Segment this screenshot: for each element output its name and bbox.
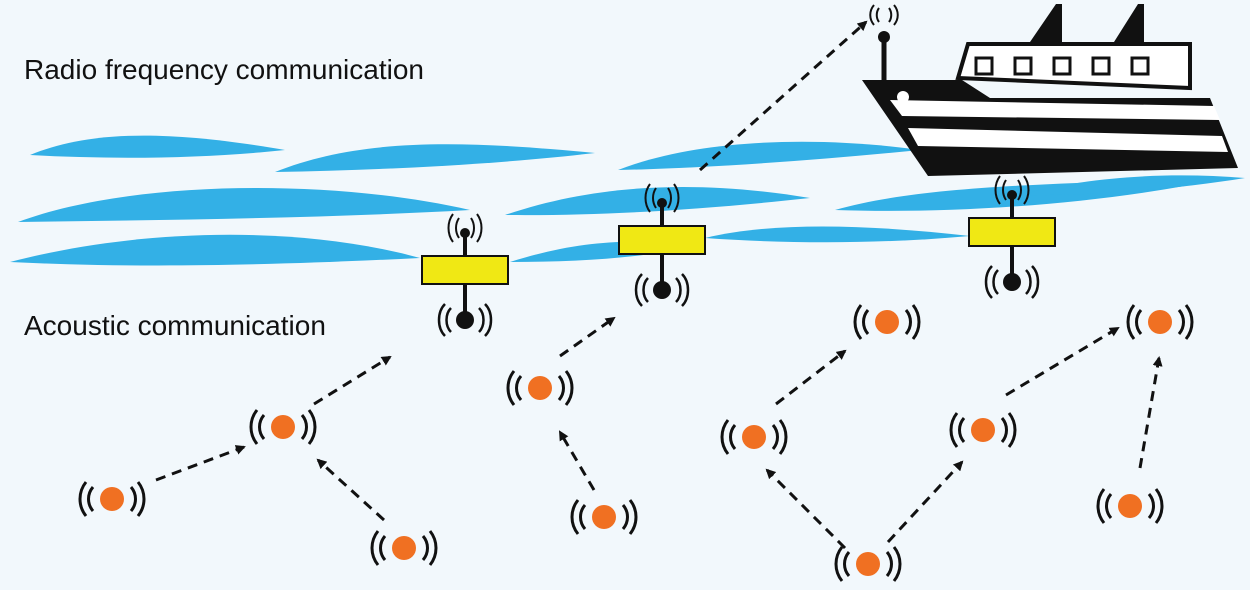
signal-waves-icon <box>557 375 565 401</box>
wave <box>1020 175 1245 196</box>
radio-frequency-label: Radio frequency communication <box>24 54 424 85</box>
sensor-node-icon <box>249 409 317 445</box>
signal-waves-icon <box>778 419 788 455</box>
signal-waves-icon <box>1000 417 1008 443</box>
signal-waves-icon <box>421 535 429 561</box>
signal-waves-icon <box>904 309 912 335</box>
wave <box>18 188 470 222</box>
link-arrow <box>155 445 246 482</box>
sensor-node-icon <box>506 370 574 406</box>
links <box>155 20 1163 550</box>
signal-waves-icon <box>843 551 851 577</box>
signal-waves-icon <box>720 419 730 455</box>
signal-waves-icon <box>628 499 638 535</box>
signal-waves-icon <box>1147 493 1155 519</box>
signal-waves-icon <box>78 481 88 517</box>
signal-waves-icon <box>1096 488 1106 524</box>
signal-waves-icon <box>300 414 308 440</box>
signal-waves-icon <box>129 486 137 512</box>
signal-waves-icon <box>515 375 523 401</box>
sensor-node-icon <box>949 412 1017 448</box>
wave <box>30 135 285 158</box>
wave <box>618 141 920 170</box>
water-surface <box>10 135 1245 266</box>
wave <box>10 234 420 266</box>
signal-waves-icon <box>949 412 959 448</box>
signal-waves-icon <box>579 504 587 530</box>
sensor-node-icon <box>834 546 902 582</box>
signal-waves-icon <box>506 370 516 406</box>
sensor-node-icon <box>853 304 921 340</box>
link-arrow <box>313 355 392 406</box>
signal-waves-icon <box>249 409 259 445</box>
signal-waves-icon <box>958 417 966 443</box>
signal-waves-icon <box>1126 304 1136 340</box>
link-arrow <box>765 468 847 550</box>
ship-icon <box>862 4 1238 176</box>
link-arrow-rf <box>699 20 868 172</box>
signal-waves-icon <box>771 424 779 450</box>
link-arrow <box>559 316 616 358</box>
signal-waves-icon <box>307 409 317 445</box>
wave <box>705 226 970 243</box>
wave <box>275 144 595 172</box>
signal-waves-icon <box>428 530 438 566</box>
sensor-nodes <box>78 304 1194 582</box>
signal-waves-icon <box>621 504 629 530</box>
link-arrow <box>775 349 847 406</box>
sensor-node-icon <box>1096 488 1164 524</box>
signal-waves-icon <box>564 370 574 406</box>
signal-waves-icon <box>370 530 380 566</box>
signal-waves-icon <box>911 304 921 340</box>
signal-waves-icon <box>853 304 863 340</box>
sensor-node-icon <box>570 499 638 535</box>
signal-waves-icon <box>258 414 266 440</box>
acoustic-communication-label: Acoustic communication <box>24 310 326 341</box>
buoy-icon <box>421 213 509 337</box>
signal-waves-icon <box>1154 488 1164 524</box>
link-arrow <box>1138 356 1163 469</box>
link-arrow <box>558 430 596 491</box>
buoy-icon <box>618 183 706 307</box>
signal-waves-icon <box>1184 304 1194 340</box>
link-arrow <box>316 458 386 522</box>
signal-waves-icon <box>136 481 146 517</box>
signal-waves-icon <box>1007 412 1017 448</box>
signal-waves-icon <box>729 424 737 450</box>
sensor-node-icon <box>720 419 788 455</box>
signal-waves-icon <box>1177 309 1185 335</box>
signal-waves-icon <box>892 546 902 582</box>
signal-waves-icon <box>1135 309 1143 335</box>
link-arrow <box>886 460 964 544</box>
signal-waves-icon <box>87 486 95 512</box>
sensor-node-icon <box>370 530 438 566</box>
signal-waves-icon <box>834 546 844 582</box>
signal-waves-icon <box>885 551 893 577</box>
link-arrow <box>1005 326 1120 397</box>
signal-waves-icon <box>1105 493 1113 519</box>
sensor-node-icon <box>1126 304 1194 340</box>
signal-waves-icon <box>570 499 580 535</box>
signal-waves-icon <box>379 535 387 561</box>
buoy-icon <box>968 175 1056 299</box>
sensor-node-icon <box>78 481 146 517</box>
signal-waves-icon <box>862 309 870 335</box>
